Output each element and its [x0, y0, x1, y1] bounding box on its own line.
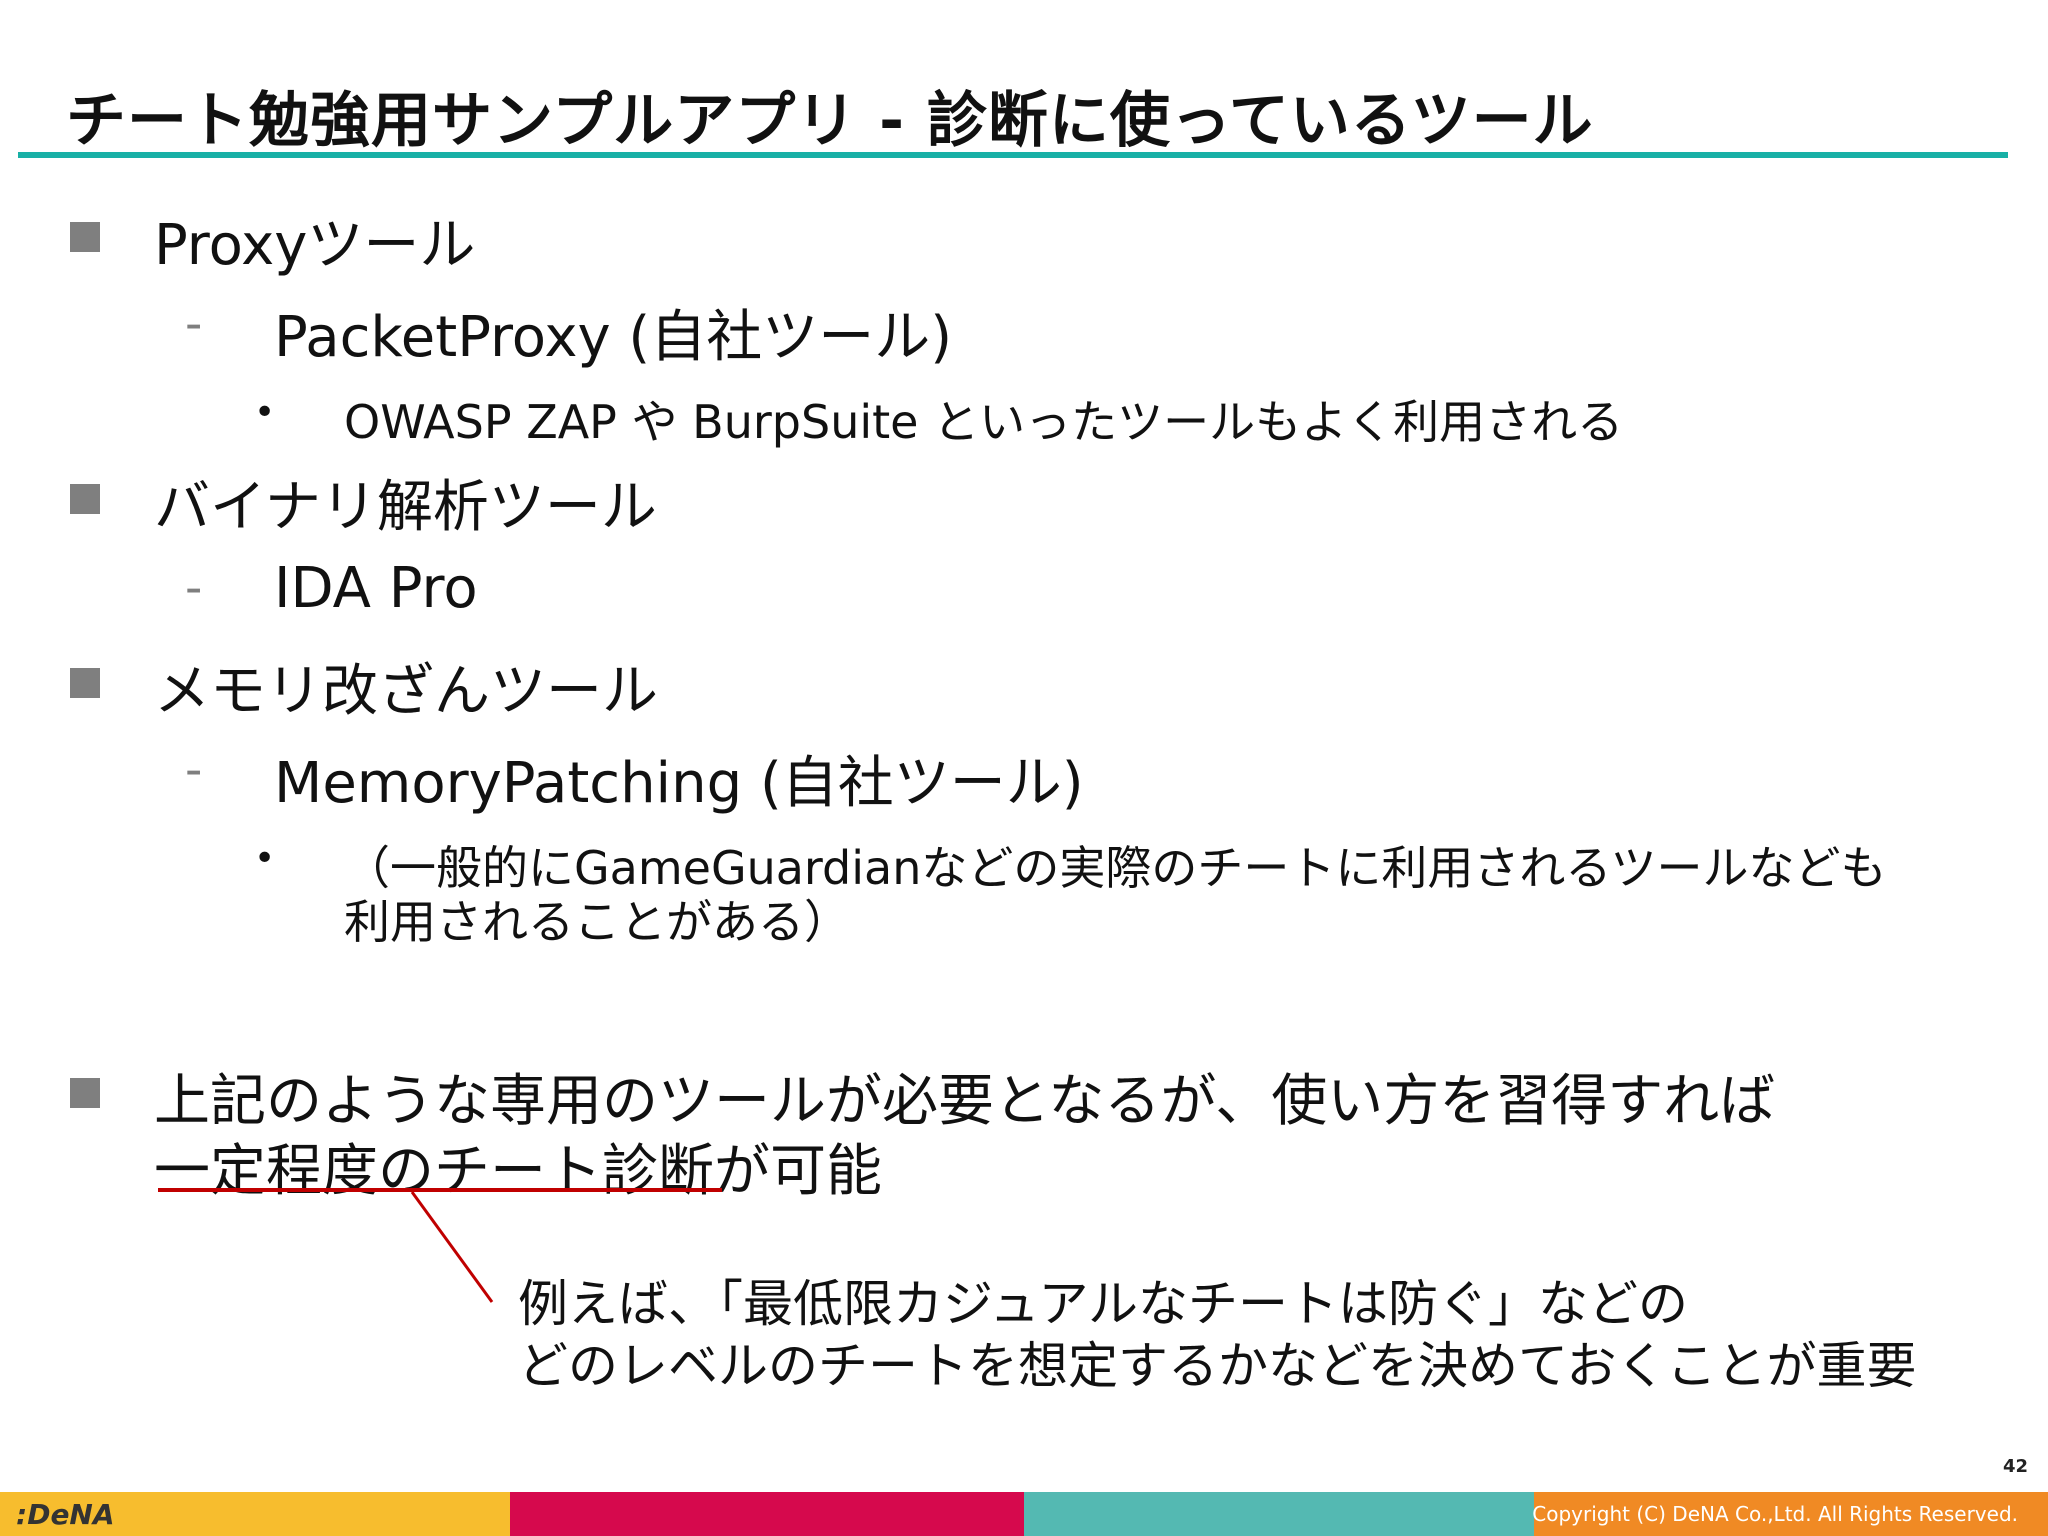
copyright-text: Copyright (C) DeNA Co.,Ltd. All Rights R…	[1532, 1502, 2018, 1526]
summary-line1: 上記のような専用のツールが必要となるが、使い方を習得すれば	[154, 1069, 1776, 1134]
callout-line2: どのレベルのチートを想定するかなどを決めておくことが重要	[518, 1337, 1917, 1395]
bullet-square-icon	[70, 222, 100, 252]
footer-segment-yellow	[0, 1492, 510, 1536]
dot-bullet-icon: •	[254, 392, 276, 433]
bullet-memory-note-line1: （一般的にGameGuardianなどの実際のチートに利用されるツールなども	[344, 841, 1887, 895]
footer-segment-red	[510, 1492, 1024, 1536]
summary-underline	[158, 1188, 722, 1192]
callout-line1: 例えば、「最低限カジュアルなチートは防ぐ」などの	[518, 1275, 1688, 1333]
bullet-square-icon	[70, 1078, 100, 1108]
bullet-memory-label: メモリ改ざんツール	[154, 659, 658, 724]
bullet-proxy-label: Proxyツール	[154, 213, 476, 278]
bullet-binary-label: バイナリ解析ツール	[154, 475, 657, 540]
bullet-binary-sub: IDA Pro	[274, 556, 478, 621]
dash-bullet-icon: -	[185, 560, 203, 616]
footer-bar: :DeNA Copyright (C) DeNA Co.,Ltd. All Ri…	[0, 1492, 2048, 1536]
slide-title: チート勉強用サンプルアプリ - 診断に使っているツール	[66, 86, 1594, 156]
bullet-square-icon	[70, 668, 100, 698]
footer-segment-orange	[1534, 1492, 2048, 1536]
bullet-memory-sub: MemoryPatching (自社ツール)	[274, 751, 1084, 816]
dot-bullet-icon: •	[254, 838, 276, 879]
page-number: 42	[2002, 1456, 2028, 1477]
bullet-proxy-sub: PacketProxy (自社ツール)	[274, 305, 953, 370]
dash-bullet-icon: -	[185, 296, 203, 352]
footer-segment-teal	[1024, 1492, 1534, 1536]
summary-line2: 一定程度のチート診断が可能	[154, 1139, 882, 1204]
dash-bullet-icon: -	[185, 742, 203, 798]
title-divider	[18, 152, 2008, 158]
dena-logo: :DeNA	[16, 1498, 115, 1531]
bullet-memory-note-line2: 利用されることがある）	[344, 895, 850, 949]
bullet-proxy-note: OWASP ZAP や BurpSuite といったツールもよく利用される	[344, 395, 1624, 449]
bullet-square-icon	[70, 484, 100, 514]
